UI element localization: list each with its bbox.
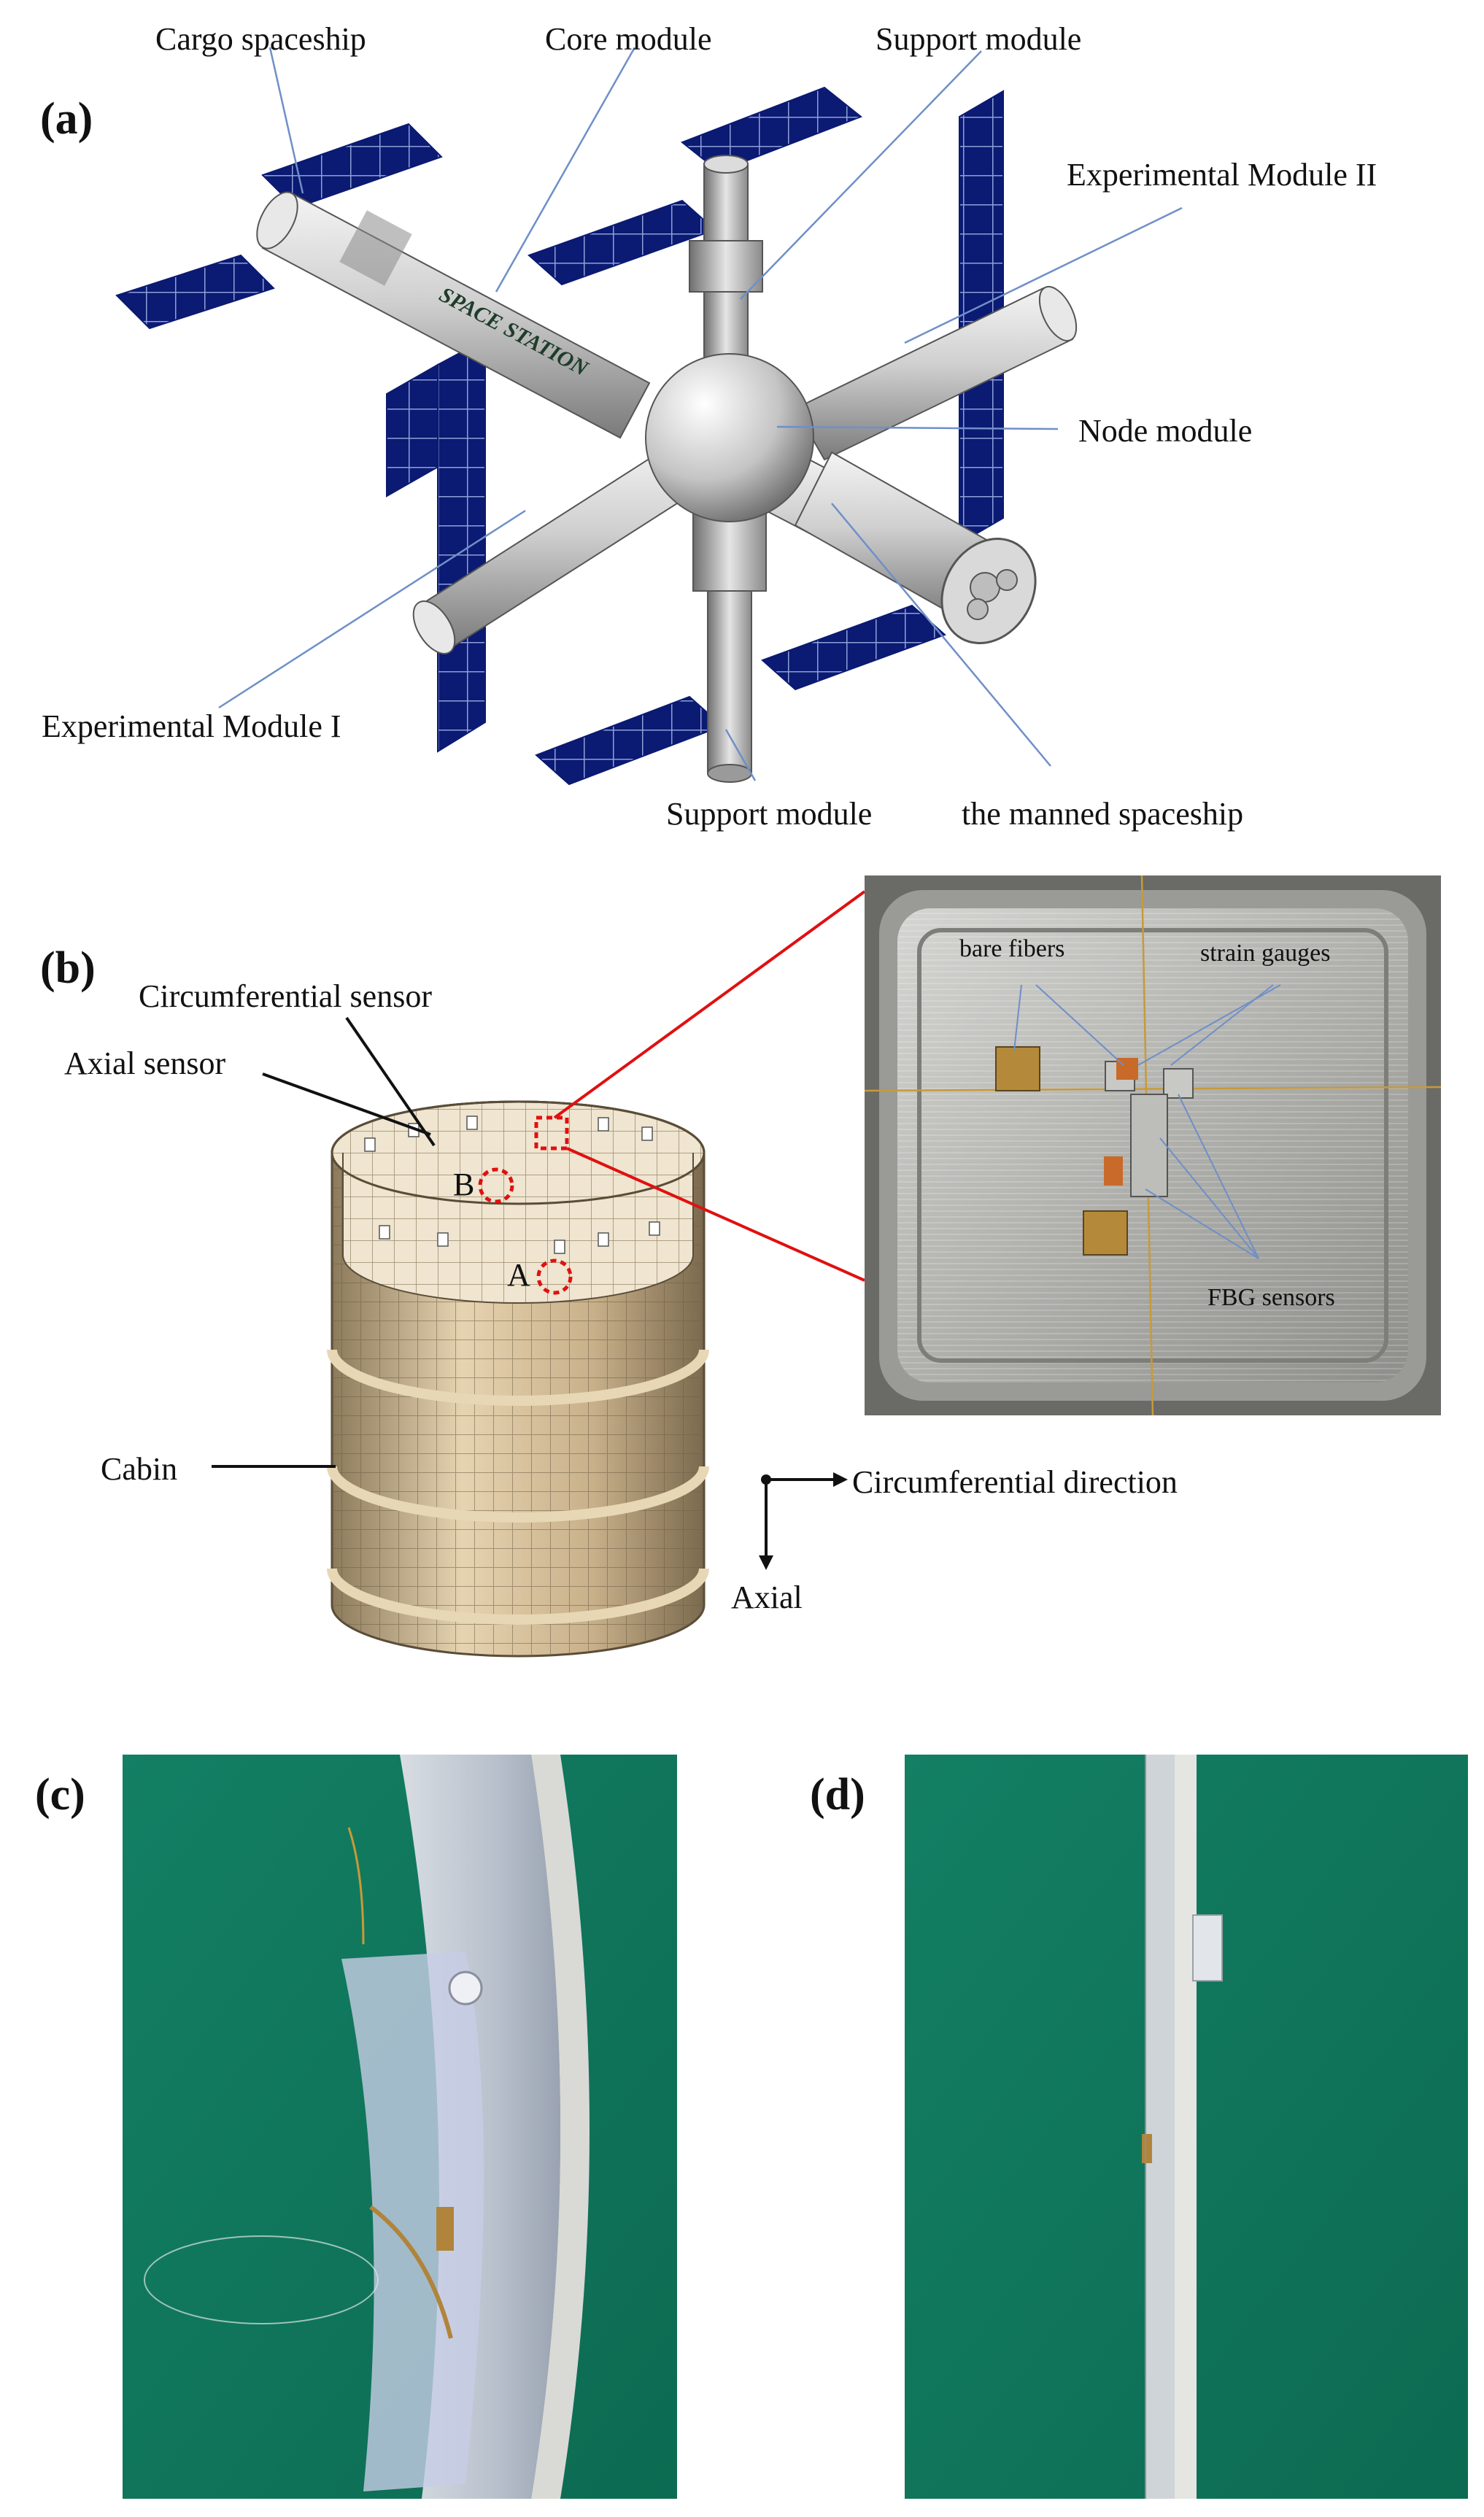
label-point-b: B xyxy=(453,1167,475,1202)
label-manned-spaceship: the manned spaceship xyxy=(962,796,1244,832)
label-axial-direction: Axial xyxy=(731,1580,803,1615)
label-support-module-top: Support module xyxy=(876,21,1082,57)
sensor-panel-photo: bare fibers strain gauges FBG sensors xyxy=(865,875,1441,1415)
solar-panel xyxy=(761,604,946,691)
label-node-module: Node module xyxy=(1078,413,1253,449)
label-point-a: A xyxy=(507,1257,530,1293)
point-a-marker xyxy=(536,1258,573,1295)
experimental-module-2 xyxy=(794,285,1078,461)
label-experimental-module-1: Experimental Module I xyxy=(42,708,341,744)
label-circumferential-sensor: Circumferential sensor xyxy=(139,978,432,1014)
panel-label-d: (d) xyxy=(810,1770,865,1820)
solar-panels xyxy=(115,86,1004,786)
label-core-module: Core module xyxy=(545,21,712,57)
label-strain-gauges: strain gauges xyxy=(1200,940,1331,967)
panel-label-a: (a) xyxy=(40,94,93,144)
solar-panel xyxy=(115,254,275,330)
node-module-sphere xyxy=(645,353,814,522)
label-circumferential-direction: Circumferential direction xyxy=(852,1464,1178,1500)
panel-label-c: (c) xyxy=(35,1770,85,1820)
cabin-cylinder xyxy=(327,1100,709,1658)
point-b-marker xyxy=(478,1167,514,1204)
support-module-bottom xyxy=(692,481,767,783)
solar-panel xyxy=(386,363,438,498)
manned-spaceship xyxy=(765,451,1037,645)
photo-d-side-view xyxy=(905,1755,1468,2499)
panel-label-b: (b) xyxy=(40,943,96,993)
solar-panel xyxy=(527,199,716,286)
solar-panel xyxy=(959,90,1004,545)
label-cabin: Cabin xyxy=(101,1451,178,1487)
solar-panel xyxy=(437,338,486,753)
leader-lines xyxy=(218,47,1183,781)
cabin-diagram xyxy=(212,890,866,1658)
photo-c-side-view xyxy=(123,1755,677,2499)
label-experimental-module-2: Experimental Module II xyxy=(1067,157,1377,193)
solar-panel xyxy=(535,695,724,786)
direction-arrows xyxy=(759,1472,848,1570)
label-bare-fibers: bare fibers xyxy=(959,935,1065,962)
label-cargo-spaceship: Cargo spaceship xyxy=(155,21,366,57)
label-support-module-bottom: Support module xyxy=(666,796,873,832)
space-station-diagram: SPACE STATION xyxy=(115,47,1183,786)
label-fbg-sensors: FBG sensors xyxy=(1207,1284,1335,1311)
label-axial-sensor: Axial sensor xyxy=(64,1045,226,1081)
inset-source-box xyxy=(534,1116,569,1151)
